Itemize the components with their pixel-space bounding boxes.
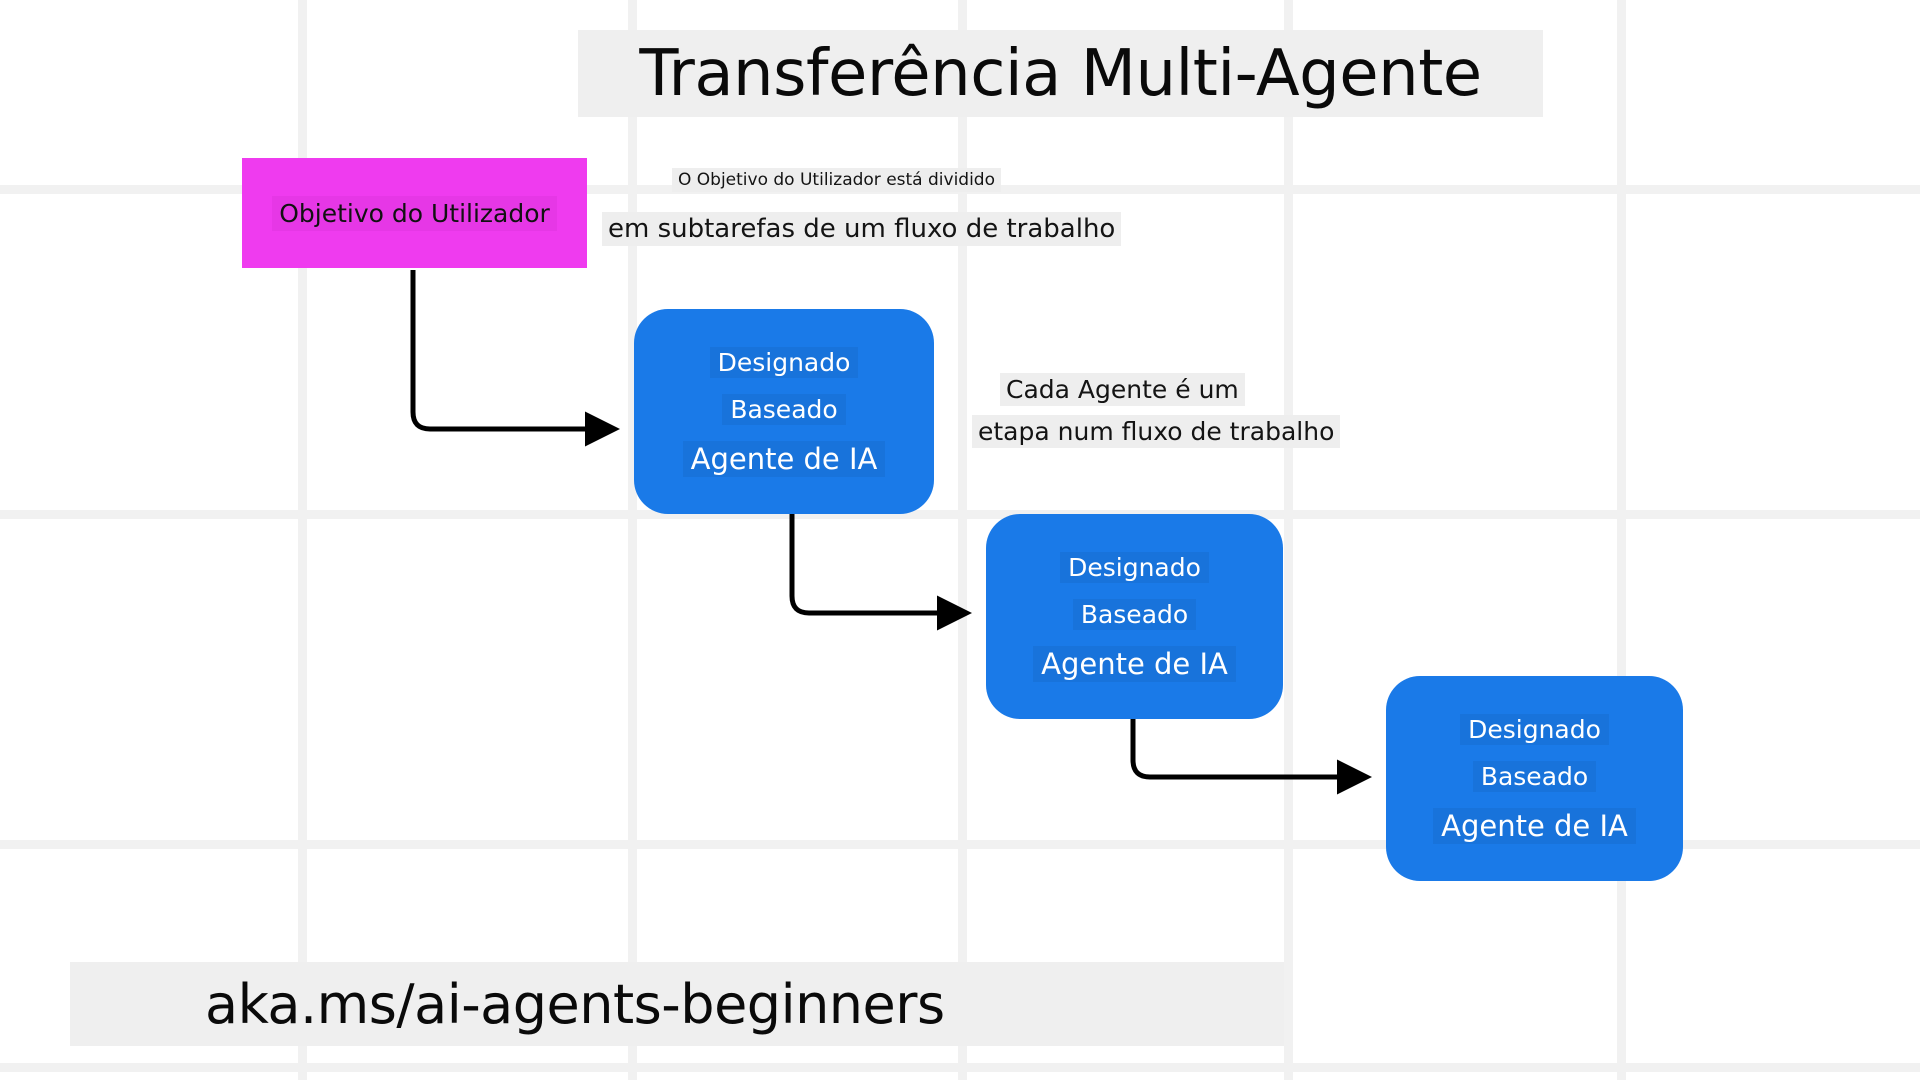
annotation-goal-line1: O Objetivo do Utilizador está dividido [672, 168, 1001, 192]
node-agent-2-line3: Agente de IA [1033, 645, 1236, 682]
footer-url-band: aka.ms/ai-agents-beginners [70, 962, 1284, 1046]
node-agent-1-line1: Designado [709, 346, 859, 378]
footer-url-text[interactable]: aka.ms/ai-agents-beginners [205, 972, 945, 1036]
grid-line-horizontal [0, 1063, 1920, 1072]
grid-line-vertical [1617, 0, 1626, 1080]
node-agent-3-line2: Baseado [1472, 760, 1597, 792]
grid-line-horizontal [0, 510, 1920, 519]
node-agent-3-line3: Agente de IA [1433, 807, 1636, 844]
node-agent-2[interactable]: Designado Baseado Agente de IA [986, 514, 1283, 719]
annotation-goal-line2-text: em subtarefas de um fluxo de trabalho [602, 212, 1122, 246]
grid-line-vertical [1284, 0, 1293, 1080]
node-agent-1-line2: Baseado [722, 393, 846, 425]
grid-line-vertical [958, 0, 967, 1080]
grid-line-vertical [628, 0, 637, 1080]
node-agent-2-line1: Designado [1060, 551, 1209, 583]
node-agent-1[interactable]: Designado Baseado Agente de IA [634, 309, 934, 514]
node-agent-3[interactable]: Designado Baseado Agente de IA [1386, 676, 1683, 881]
page-title: Transferência Multi-Agente [578, 30, 1543, 117]
node-agent-2-line2: Baseado [1072, 598, 1197, 630]
node-user-goal[interactable]: Objetivo do Utilizador [242, 158, 587, 268]
connector-goal-to-agent-1 [410, 270, 620, 447]
annotation-agent-line1: Cada Agente é um [1000, 373, 1245, 406]
node-user-goal-label: Objetivo do Utilizador [272, 195, 557, 231]
connector-agent-2-to-agent-3 [1130, 719, 1372, 795]
connector-agent-1-to-agent-2 [789, 514, 972, 631]
node-agent-3-line1: Designado [1460, 713, 1609, 745]
annotation-goal-line1-text: O Objetivo do Utilizador está dividido [672, 168, 1001, 192]
node-agent-1-line3: Agente de IA [682, 440, 886, 477]
annotation-agent-line1-text: Cada Agente é um [1000, 373, 1245, 406]
annotation-goal-line2: em subtarefas de um fluxo de trabalho [602, 212, 1122, 246]
annotation-agent-line2-text: etapa num fluxo de trabalho [972, 415, 1341, 448]
annotation-agent-line2: etapa num fluxo de trabalho [972, 415, 1341, 448]
